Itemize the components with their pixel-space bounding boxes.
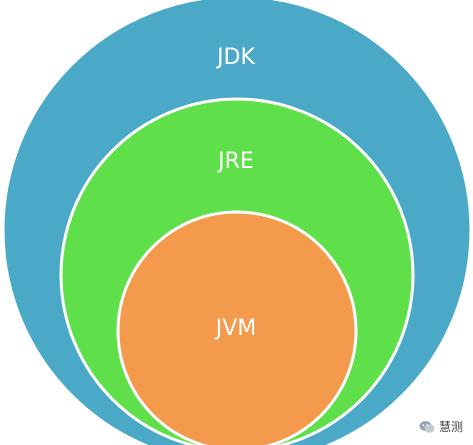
jdk-label: JDK: [215, 45, 255, 70]
watermark-right-text: 慧测: [438, 420, 463, 434]
jvm-label: JVM: [214, 316, 257, 341]
wechat-icon: [419, 420, 435, 434]
jre-label: JRE: [216, 149, 254, 174]
watermark-right: 慧测: [419, 418, 463, 435]
jvm-circle: [116, 210, 358, 445]
